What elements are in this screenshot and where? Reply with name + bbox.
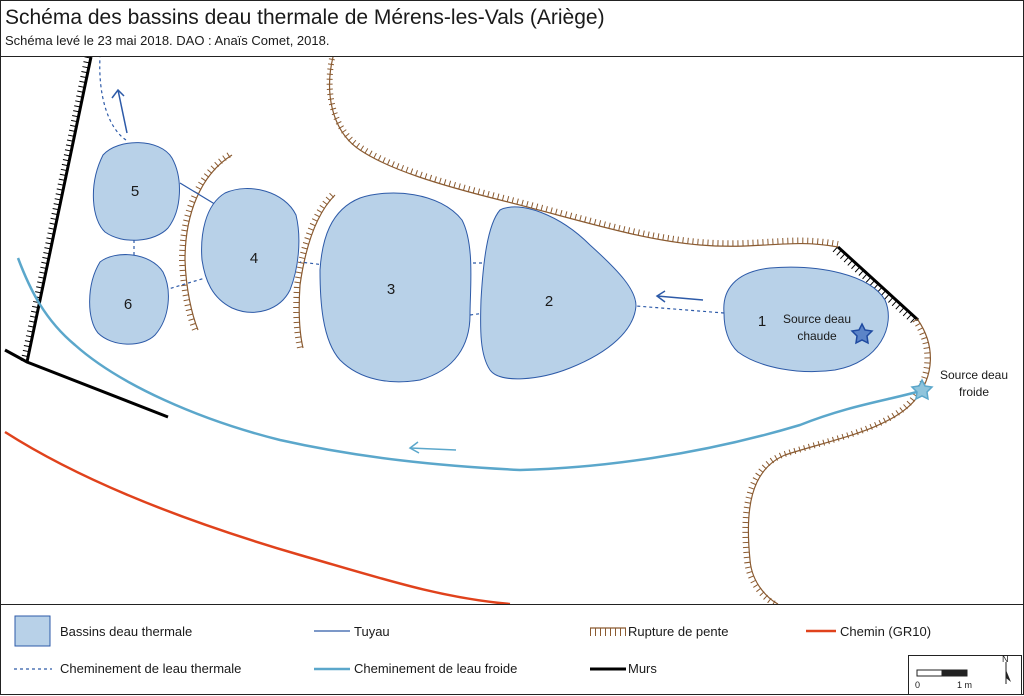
cold-water-flow-line: [16, 257, 925, 472]
basin-6-label: 6: [124, 296, 132, 313]
legend-item-pipe: Tuyau: [312, 615, 512, 639]
slope-symbol-icon: [590, 627, 626, 636]
basin-2-shape: [480, 206, 637, 380]
legend-label-slope: Rupture de pente: [628, 624, 729, 639]
map-subtitle: Schéma levé le 23 mai 2018. DAO : Anaïs …: [5, 33, 330, 48]
map-header: Schéma des bassins deau thermale de Mére…: [0, 0, 1024, 57]
basin-4-label: 4: [250, 250, 258, 267]
basin-3-label: 3: [387, 281, 395, 298]
legend-label-thermal-flow: Cheminement de leau thermale: [60, 661, 242, 676]
basins-group: [89, 142, 889, 383]
map-title: Schéma des bassins deau thermale de Mére…: [5, 6, 605, 29]
cold-spring-star-icon: [910, 378, 934, 401]
thermal-flow-arrow-2: [111, 88, 128, 134]
legend-label-basins: Bassins deau thermale: [60, 624, 193, 639]
basin-5-label: 5: [131, 183, 139, 200]
scale-bar-icon: [916, 662, 1011, 684]
legend-label-path: Chemin (GR10): [840, 624, 932, 639]
basin-6-shape: [89, 254, 169, 345]
legend-item-walls: Murs: [588, 657, 738, 681]
scale-one-label: 1 m: [957, 680, 973, 690]
pipe-line: [179, 182, 219, 207]
legend: Bassins deau thermale Tuyau Rupture de p…: [0, 604, 1024, 696]
basin-5-shape: [92, 142, 180, 241]
basin-3-shape: [319, 192, 472, 383]
basin-4-shape: [201, 188, 300, 313]
cold-water-arrow: [408, 441, 457, 454]
basin-1-label: 1: [758, 313, 766, 330]
gr10-path-line: [4, 430, 511, 604]
path-symbol-icon: [806, 629, 836, 633]
cold-flow-symbol-icon: [314, 667, 350, 671]
hot-spring-label-line2: chaude: [797, 329, 837, 343]
legend-label-pipe: Tuyau: [354, 624, 390, 639]
legend-item-thermal-flow: Cheminement de leau thermale: [14, 657, 314, 681]
basin-2-label: 2: [545, 293, 553, 310]
basin-1-shape: [723, 266, 889, 373]
hot-spring-label-line1: Source deau: [783, 312, 851, 326]
legend-label-walls: Murs: [628, 661, 657, 676]
legend-item-slope: Rupture de pente: [588, 615, 788, 639]
pipe-symbol-icon: [314, 630, 350, 632]
north-arrow-label: N: [1002, 654, 1009, 664]
cold-spring-label-line2: froide: [959, 385, 989, 399]
map-canvas: 1 2 3 4 5 6 Source deau chaude Source de…: [4, 57, 1008, 604]
walls-symbol-icon: [590, 667, 626, 671]
thermal-flow-symbol-icon: [14, 668, 52, 670]
legend-item-basins: Bassins deau thermale: [14, 615, 274, 647]
thermal-flow-arrow-1: [655, 290, 704, 303]
scale-zero-label: 0: [915, 680, 921, 690]
slope-breaks-group: [178, 57, 931, 604]
legend-item-path: Chemin (GR10): [804, 615, 1004, 639]
scale-and-north-box: 0 1 m N: [908, 654, 1022, 695]
legend-item-cold-flow: Cheminement de leau froide: [312, 657, 572, 681]
hot-spring-star-icon: [850, 322, 874, 345]
legend-label-cold-flow: Cheminement de leau froide: [354, 661, 518, 676]
cold-spring-label-line1: Source deau: [940, 368, 1008, 382]
basin-symbol-icon: [14, 615, 51, 647]
walls-group: [4, 57, 920, 419]
